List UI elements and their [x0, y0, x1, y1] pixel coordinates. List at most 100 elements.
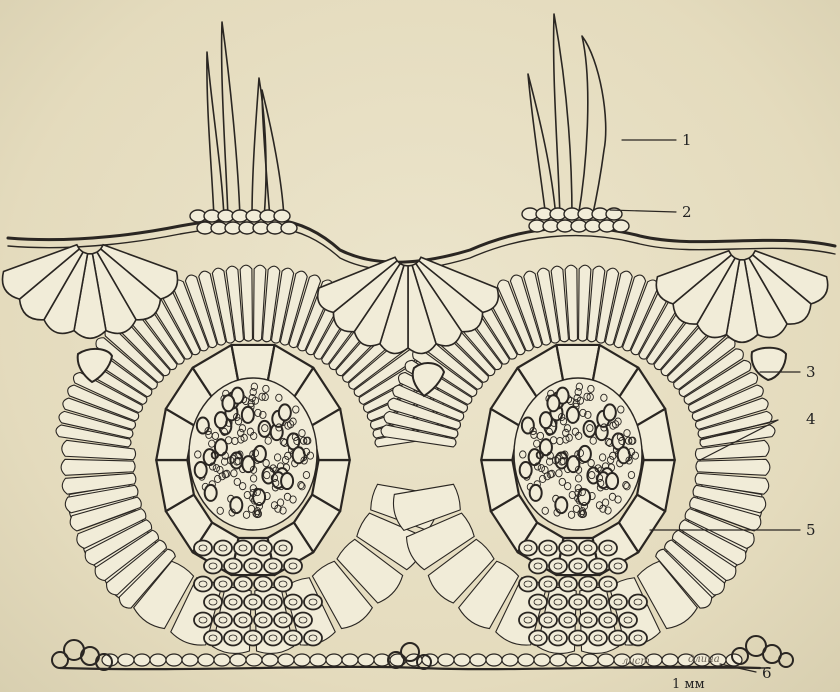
lower-epidermis-cell [518, 654, 534, 666]
sclerenchyma-cell [254, 577, 272, 592]
lower-epidermis-cell [278, 654, 294, 666]
sclerenchyma-cell [589, 631, 607, 646]
xylem-vessel [547, 395, 559, 411]
xylem-vessel [195, 462, 207, 478]
xylem-vessel [555, 497, 567, 513]
scale-bar: 1 мм [614, 668, 770, 692]
sclerenchyma-cell [569, 595, 587, 610]
label-4: 4 [806, 410, 816, 428]
sclerenchyma-cell [194, 613, 212, 628]
sclerenchyma-cell [254, 541, 272, 556]
sclerenchyma-cell [264, 631, 282, 646]
palisade-cell [696, 459, 770, 475]
sclerenchyma-cell [549, 595, 567, 610]
sclerenchyma-cell [589, 559, 607, 574]
xylem-vessel [222, 395, 234, 411]
sclerenchyma-cell [234, 577, 252, 592]
lower-epidermis-cell [454, 654, 470, 666]
sclerenchyma-cell [204, 631, 222, 646]
sclerenchyma-cell [629, 595, 647, 610]
xylem-vessel [205, 485, 217, 501]
xylem-vessel [530, 485, 542, 501]
sclerenchyma-cell [274, 541, 292, 556]
xylem-vessel [197, 417, 209, 433]
sclerenchyma-cell [274, 577, 292, 592]
label-3: 3 [806, 363, 816, 381]
sclerenchyma-cell [304, 595, 322, 610]
sclerenchyma-cell [519, 541, 537, 556]
sclerenchyma-cell [519, 613, 537, 628]
sclerenchyma-cell [539, 613, 557, 628]
lower-epidermis-cell [486, 654, 502, 666]
xylem-vessel [584, 421, 596, 437]
lower-epidermis-cell [198, 654, 214, 666]
sclerenchyma-cell [629, 631, 647, 646]
sclerenchyma-cell [599, 541, 617, 556]
sclerenchyma-cell [254, 613, 272, 628]
sclerenchyma-cell [264, 595, 282, 610]
label-5: 5 [806, 521, 816, 539]
lower-epidermis-cell [358, 654, 374, 666]
trichome-base-cells [190, 208, 629, 234]
sclerenchyma-cell [214, 613, 232, 628]
xylem-vessel [279, 404, 291, 420]
lower-epidermis-cell [502, 654, 518, 666]
xylem-vessel [293, 447, 305, 463]
sclerenchyma-cell [529, 559, 547, 574]
xylem-vessel [618, 447, 630, 463]
sclerenchyma-cell [204, 595, 222, 610]
lower-epidermis-cell [534, 654, 550, 666]
lower-epidermis-cell [326, 654, 342, 666]
handwritten-note-2: длина [688, 654, 720, 665]
lower-epidermis-cell [342, 654, 358, 666]
sclerenchyma-cell [599, 613, 617, 628]
lower-epidermis-cell [182, 654, 198, 666]
xylem-vessel [579, 446, 591, 462]
xylem-vessel [606, 473, 618, 489]
xylem-vessel [567, 456, 579, 472]
scale-bar-text: 1 мм [672, 677, 705, 692]
sclerenchyma-cell [549, 631, 567, 646]
sclerenchyma-cell [214, 541, 232, 556]
sclerenchyma-cell [284, 631, 302, 646]
label-1: 1 [682, 131, 692, 149]
sclerenchyma-cell [519, 577, 537, 592]
xylem-vessel [242, 456, 254, 472]
xylem-vessel [604, 404, 616, 420]
lower-epidermis-cell [246, 654, 262, 666]
xylem-vessel [567, 407, 579, 423]
lower-epidermis-cell [262, 654, 278, 666]
sclerenchyma-cell [579, 541, 597, 556]
sclerenchyma-cell [194, 577, 212, 592]
trichomes-left [207, 22, 284, 218]
lower-epidermis-cell [582, 654, 598, 666]
lower-epidermis-cell [550, 654, 566, 666]
trichomes-right [528, 14, 606, 218]
sclerenchyma-cell [559, 577, 577, 592]
sclerenchyma-cell [569, 631, 587, 646]
label-6: 6 [762, 664, 772, 682]
sclerenchyma-cell [264, 559, 282, 574]
sclerenchyma-cell [609, 559, 627, 574]
lower-epidermis-cell [310, 654, 326, 666]
sclerenchyma-cell [304, 631, 322, 646]
lower-epidermis-cell [598, 654, 614, 666]
sclerenchyma-cell [579, 577, 597, 592]
lower-epidermis-cell [166, 654, 182, 666]
sclerenchyma-cell [224, 559, 242, 574]
sclerenchyma-cell [529, 595, 547, 610]
xylem-vessel [281, 473, 293, 489]
sclerenchyma-cell [204, 559, 222, 574]
sclerenchyma-cell [529, 631, 547, 646]
trichome-base-cell [613, 220, 629, 232]
lower-epidermis-cell [150, 654, 166, 666]
sclerenchyma-cell [224, 595, 242, 610]
lower-epidermis-cell [470, 654, 486, 666]
sclerenchyma-cell [244, 559, 262, 574]
lower-epidermis-cell [214, 654, 230, 666]
xylem-vessel [230, 497, 242, 513]
lower-epidermis-cell [230, 654, 246, 666]
sclerenchyma-cell [539, 541, 557, 556]
xylem-vessel [254, 446, 266, 462]
